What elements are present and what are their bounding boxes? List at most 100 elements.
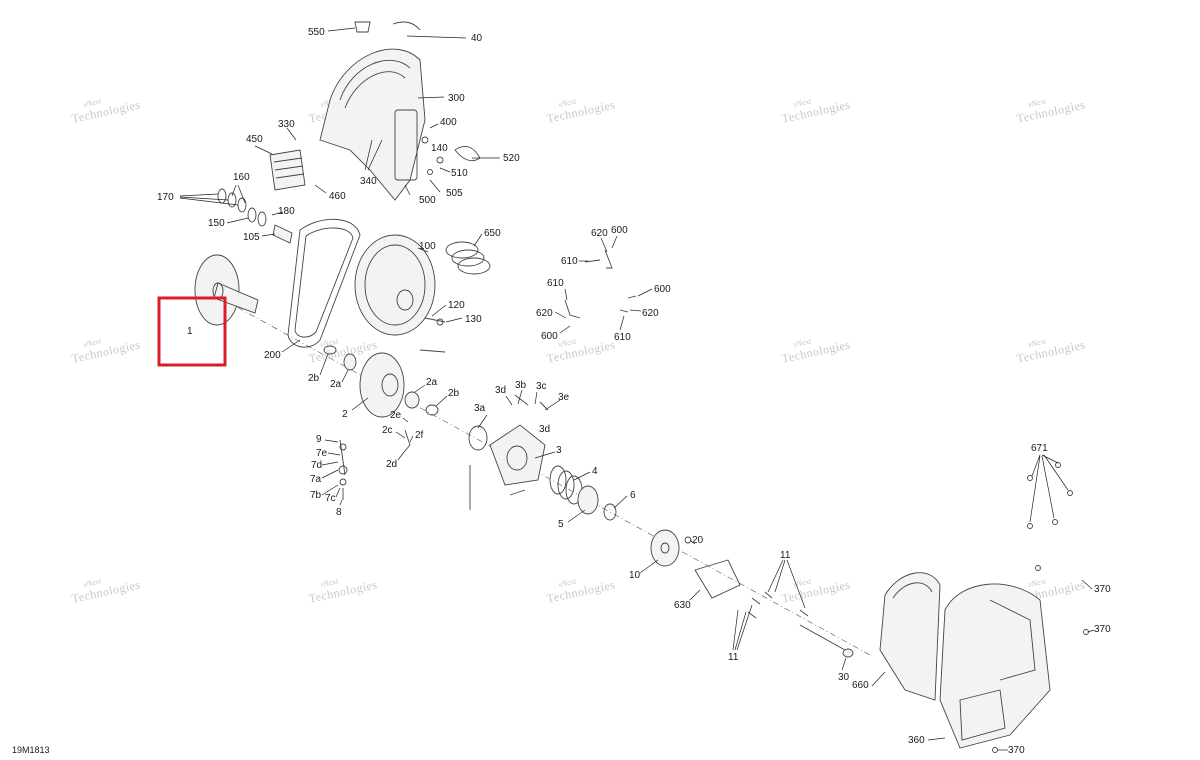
- callout-3d[interactable]: 3d: [495, 385, 506, 396]
- callout-610[interactable]: 610: [547, 278, 564, 289]
- callout-3c[interactable]: 3c: [536, 381, 547, 392]
- callout-610[interactable]: 610: [561, 256, 578, 267]
- callout-11[interactable]: 11: [780, 550, 791, 561]
- svg-text:Technologies: Technologies: [780, 337, 851, 365]
- assembly-axis: [214, 294, 871, 656]
- callout-2c[interactable]: 2c: [382, 425, 393, 436]
- callout-7c[interactable]: 7c: [325, 493, 336, 504]
- callout-40[interactable]: 40: [471, 33, 483, 44]
- callout-10[interactable]: 10: [629, 570, 641, 581]
- spider-assembly-part: [323, 345, 446, 453]
- callout-620[interactable]: 620: [536, 308, 553, 319]
- callout-400[interactable]: 400: [440, 117, 457, 128]
- svg-text:Technologies: Technologies: [307, 577, 378, 605]
- callout-360[interactable]: 360: [908, 735, 925, 746]
- callout-160[interactable]: 160: [233, 172, 250, 183]
- callout-3a[interactable]: 3a: [474, 403, 486, 414]
- callout-340[interactable]: 340: [360, 176, 377, 187]
- bolt-part-120: [424, 317, 446, 326]
- callout-600[interactable]: 600: [611, 225, 628, 236]
- highlight-label[interactable]: 1: [187, 326, 193, 337]
- callout-9[interactable]: 9: [316, 434, 322, 445]
- callout-620[interactable]: 620: [591, 228, 608, 239]
- svg-text:vNext: vNext: [82, 96, 102, 109]
- callout-671[interactable]: 671: [1031, 443, 1048, 454]
- callout-510[interactable]: 510: [451, 168, 468, 179]
- bolt-part-30: [799, 624, 854, 658]
- spacer-part: [272, 224, 293, 244]
- moving-sheave-part: [354, 234, 436, 336]
- callout-600[interactable]: 600: [654, 284, 671, 295]
- callout-505[interactable]: 505: [446, 188, 463, 199]
- callout-11[interactable]: 11: [728, 652, 739, 663]
- callout-630[interactable]: 630: [674, 600, 691, 611]
- callout-30[interactable]: 30: [838, 672, 850, 683]
- svg-text:vNext: vNext: [1027, 336, 1047, 349]
- svg-text:Technologies: Technologies: [545, 577, 616, 605]
- callout-460[interactable]: 460: [329, 191, 346, 202]
- callout-130[interactable]: 130: [465, 314, 482, 325]
- washer-stack: [217, 188, 267, 227]
- callout-330[interactable]: 330: [278, 119, 295, 130]
- callout-5[interactable]: 5: [558, 519, 564, 530]
- callout-300[interactable]: 300: [448, 93, 465, 104]
- roller-parts: [338, 439, 348, 500]
- callout-650[interactable]: 650: [484, 228, 501, 239]
- callout-370[interactable]: 370: [1094, 624, 1111, 635]
- callout-3[interactable]: 3: [556, 445, 562, 456]
- svg-text:vNext: vNext: [792, 336, 812, 349]
- callout-2a[interactable]: 2a: [330, 379, 342, 390]
- callout-450[interactable]: 450: [246, 134, 263, 145]
- callout-3e[interactable]: 3e: [558, 392, 570, 403]
- callout-660[interactable]: 660: [852, 680, 869, 691]
- callout-3d[interactable]: 3d: [539, 424, 550, 435]
- svg-text:vNext: vNext: [792, 96, 812, 109]
- callout-170[interactable]: 170: [157, 192, 174, 203]
- callout-620[interactable]: 620: [642, 308, 659, 319]
- callout-370[interactable]: 370: [1094, 584, 1111, 595]
- callout-2e[interactable]: 2e: [390, 410, 402, 421]
- callout-2f[interactable]: 2f: [415, 430, 424, 441]
- callout-180[interactable]: 180: [278, 206, 295, 217]
- svg-text:Technologies: Technologies: [780, 97, 851, 125]
- svg-text:Technologies: Technologies: [780, 577, 851, 605]
- callout-8[interactable]: 8: [336, 507, 342, 518]
- callout-2[interactable]: 2: [342, 409, 348, 420]
- callout-105[interactable]: 105: [243, 232, 260, 243]
- callout-100[interactable]: 100: [419, 241, 436, 252]
- callout-20[interactable]: 20: [692, 535, 704, 546]
- svg-text:Technologies: Technologies: [70, 97, 141, 125]
- svg-text:vNext: vNext: [557, 336, 577, 349]
- svg-text:vNext: vNext: [792, 576, 812, 589]
- callout-120[interactable]: 120: [448, 300, 465, 311]
- callout-600[interactable]: 600: [541, 331, 558, 342]
- callout-7a[interactable]: 7a: [310, 474, 322, 485]
- callout-610[interactable]: 610: [614, 332, 631, 343]
- callout-150[interactable]: 150: [208, 218, 225, 229]
- callout-labels: 5504030040033045014052051034050550046016…: [157, 27, 1111, 756]
- callout-2b[interactable]: 2b: [448, 388, 460, 399]
- svg-text:vNext: vNext: [319, 576, 339, 589]
- callout-200[interactable]: 200: [264, 350, 281, 361]
- svg-text:vNext: vNext: [319, 336, 339, 349]
- callout-2a[interactable]: 2a: [426, 377, 438, 388]
- callout-370[interactable]: 370: [1008, 745, 1025, 756]
- callout-7b[interactable]: 7b: [310, 490, 322, 501]
- callout-7d[interactable]: 7d: [311, 460, 322, 471]
- callout-4[interactable]: 4: [592, 466, 598, 477]
- callout-140[interactable]: 140: [431, 143, 448, 154]
- callout-3b[interactable]: 3b: [515, 380, 527, 391]
- flange-part-10: [650, 529, 741, 599]
- callout-7e[interactable]: 7e: [316, 448, 328, 459]
- callout-520[interactable]: 520: [503, 153, 520, 164]
- callout-500[interactable]: 500: [419, 195, 436, 206]
- callout-550[interactable]: 550: [308, 27, 325, 38]
- callout-2d[interactable]: 2d: [386, 459, 397, 470]
- callout-2b[interactable]: 2b: [308, 373, 320, 384]
- svg-text:Technologies: Technologies: [545, 97, 616, 125]
- callout-6[interactable]: 6: [630, 490, 636, 501]
